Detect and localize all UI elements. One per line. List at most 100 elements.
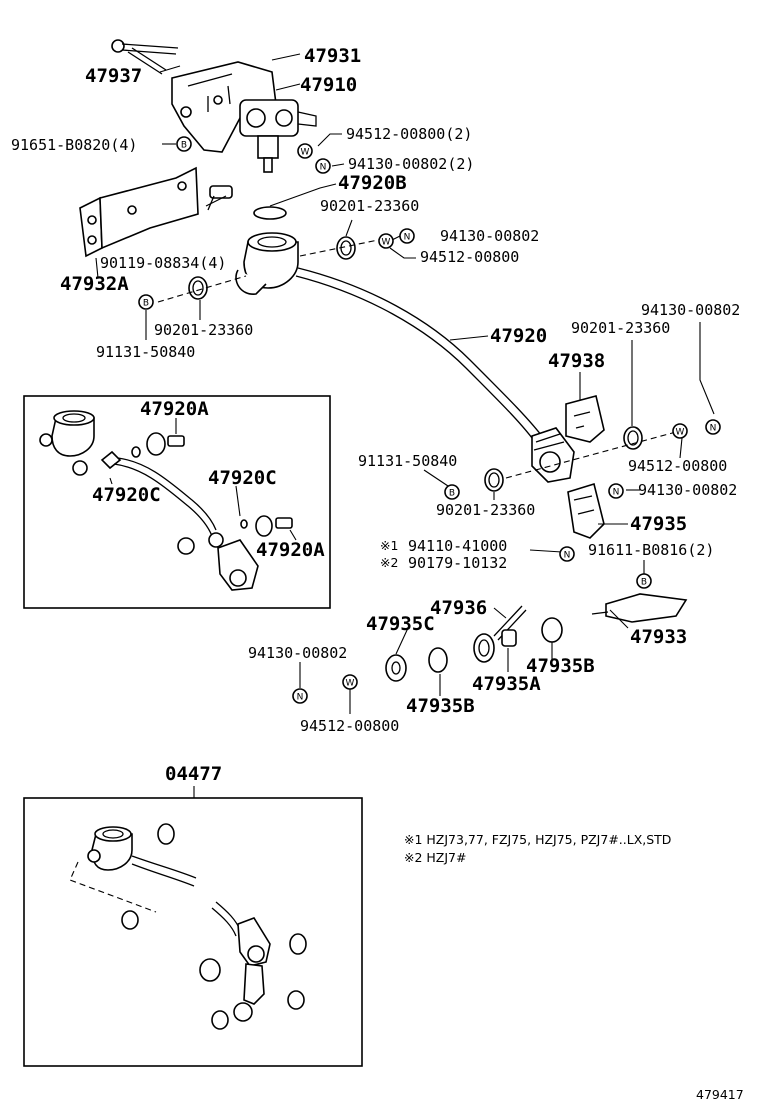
label-90201-d: 90201-23360: [436, 501, 535, 519]
inset-leaders: [109, 418, 297, 541]
kit-label-04477: 04477: [165, 763, 222, 785]
badge-letter: B: [181, 141, 187, 151]
badge-n-94110: N: [559, 546, 575, 562]
badge-b-91611: B: [636, 573, 652, 589]
badge-n-94130-c: N: [608, 483, 624, 499]
badge-b-91651: B: [176, 136, 192, 152]
badge-n-94130-d: N: [292, 688, 308, 704]
badge-n-94130-b: N: [705, 419, 721, 435]
kit-dash: [69, 861, 157, 913]
badge-w-94512-c: W: [342, 674, 358, 690]
label-47932A: 47932A: [60, 273, 129, 295]
kit-box: [23, 797, 363, 1067]
badge-letter: B: [449, 489, 455, 499]
label-94130-b: 94130-00802: [641, 301, 740, 319]
gasket-47920B: [253, 206, 287, 220]
badge-letter: N: [613, 488, 620, 498]
kit-bushings: [121, 823, 307, 1030]
label-91131-b: 91131-50840: [358, 452, 457, 470]
note-2: ※2 HZJ7#: [404, 850, 466, 865]
badge-letter: W: [346, 679, 355, 689]
bushing-47935C: [385, 654, 407, 682]
label-47920: 47920: [490, 325, 547, 347]
washer-90201-lower: [484, 468, 504, 492]
label-90201-b: 90201-23360: [154, 321, 253, 339]
inset-box: [23, 395, 331, 609]
bolt-47937: [111, 39, 179, 75]
label-47935C: 47935C: [366, 613, 435, 635]
badge-w-94512-a: W: [378, 233, 394, 249]
badge-n-94130-2: N: [315, 158, 331, 174]
badge-b-91131-b: B: [444, 484, 460, 500]
kit-hose-end: [211, 901, 271, 1022]
label-91131-a: 91131-50840: [96, 343, 195, 361]
badge-letter: N: [320, 163, 327, 173]
badge-letter: N: [297, 693, 304, 703]
badge-letter: N: [404, 233, 411, 243]
note-1: ※1 HZJ73,77, FZJ75, HZJ75, PZJ7#..LX,STD: [404, 832, 671, 847]
badge-w-94512-b: W: [672, 423, 688, 439]
plate-47933: [591, 593, 688, 623]
badge-letter: B: [143, 299, 149, 309]
label-94130-2: 94130-00802(2): [348, 155, 474, 173]
label-90201-a: 90201-23360: [320, 197, 419, 215]
washer-90201-right: [623, 426, 643, 450]
badge-w-94512-2: W: [297, 143, 313, 159]
badge-letter: N: [564, 551, 571, 561]
bushing-47935B-right: [541, 617, 563, 643]
label-94512-a: 94512-00800: [420, 248, 519, 266]
badge-letter: W: [382, 238, 391, 248]
badge-letter: N: [710, 424, 717, 434]
badge-letter: W: [301, 148, 310, 158]
inset-boot: [177, 532, 259, 591]
bracket-47932A: [79, 166, 199, 258]
label-91651: 91651-B0820(4): [11, 136, 137, 154]
mark-2: ※2: [380, 555, 398, 570]
label-94512-2: 94512-00800(2): [346, 125, 472, 143]
label-90119: 90119-08834(4): [100, 254, 226, 272]
bracket-47935: [567, 482, 605, 539]
inset-bushing-b: [240, 515, 293, 537]
label-90201-c: 90201-23360: [571, 319, 670, 337]
illustration-id: 479417: [696, 1087, 744, 1102]
bushing-47935A: [501, 629, 517, 647]
cable-47920: [295, 267, 546, 447]
label-90179: 90179-10132: [408, 554, 507, 572]
cylinder-47920: [235, 232, 299, 295]
washer-90201-left: [188, 276, 208, 300]
label-47920B: 47920B: [338, 172, 407, 194]
leader-lines: [95, 53, 715, 714]
bushing-47935B-left: [428, 647, 448, 673]
badge-n-94130-a: N: [399, 228, 415, 244]
label-47935B-right: 47935B: [526, 655, 595, 677]
inset-label-47920C-left: 47920C: [92, 484, 161, 506]
axis-line-left: [157, 275, 247, 303]
badge-b-91131-a: B: [138, 294, 154, 310]
bracket-47938: [565, 395, 605, 443]
badge-letter: W: [676, 428, 685, 438]
inset-bushing-a: [146, 432, 185, 456]
label-47937: 47937: [85, 65, 142, 87]
valve-bracket-47931: [171, 61, 277, 153]
label-47935: 47935: [630, 513, 687, 535]
label-94110: 94110-41000: [408, 537, 507, 555]
inset-label-47920A-top: 47920A: [140, 398, 209, 420]
label-94512-b: 94512-00800: [628, 457, 727, 475]
inset-label-47920A-bottom: 47920A: [256, 539, 325, 561]
label-47933: 47933: [630, 626, 687, 648]
label-91611: 91611-B0816(2): [588, 541, 714, 559]
inset-cylinder: [39, 410, 95, 476]
axis-line-top: [299, 237, 389, 257]
label-47910: 47910: [300, 74, 357, 96]
valve-47910: [239, 99, 317, 173]
label-47935B-left: 47935B: [406, 695, 475, 717]
label-94130-c: 94130-00802: [638, 481, 737, 499]
inset-hose: [100, 446, 217, 537]
bolt-90119: [207, 185, 233, 211]
inset-label-47920C-right: 47920C: [208, 467, 277, 489]
label-47935A: 47935A: [472, 673, 541, 695]
badge-letter: B: [641, 578, 647, 588]
label-94130-d: 94130-00802: [248, 644, 347, 662]
label-47936: 47936: [430, 597, 487, 619]
